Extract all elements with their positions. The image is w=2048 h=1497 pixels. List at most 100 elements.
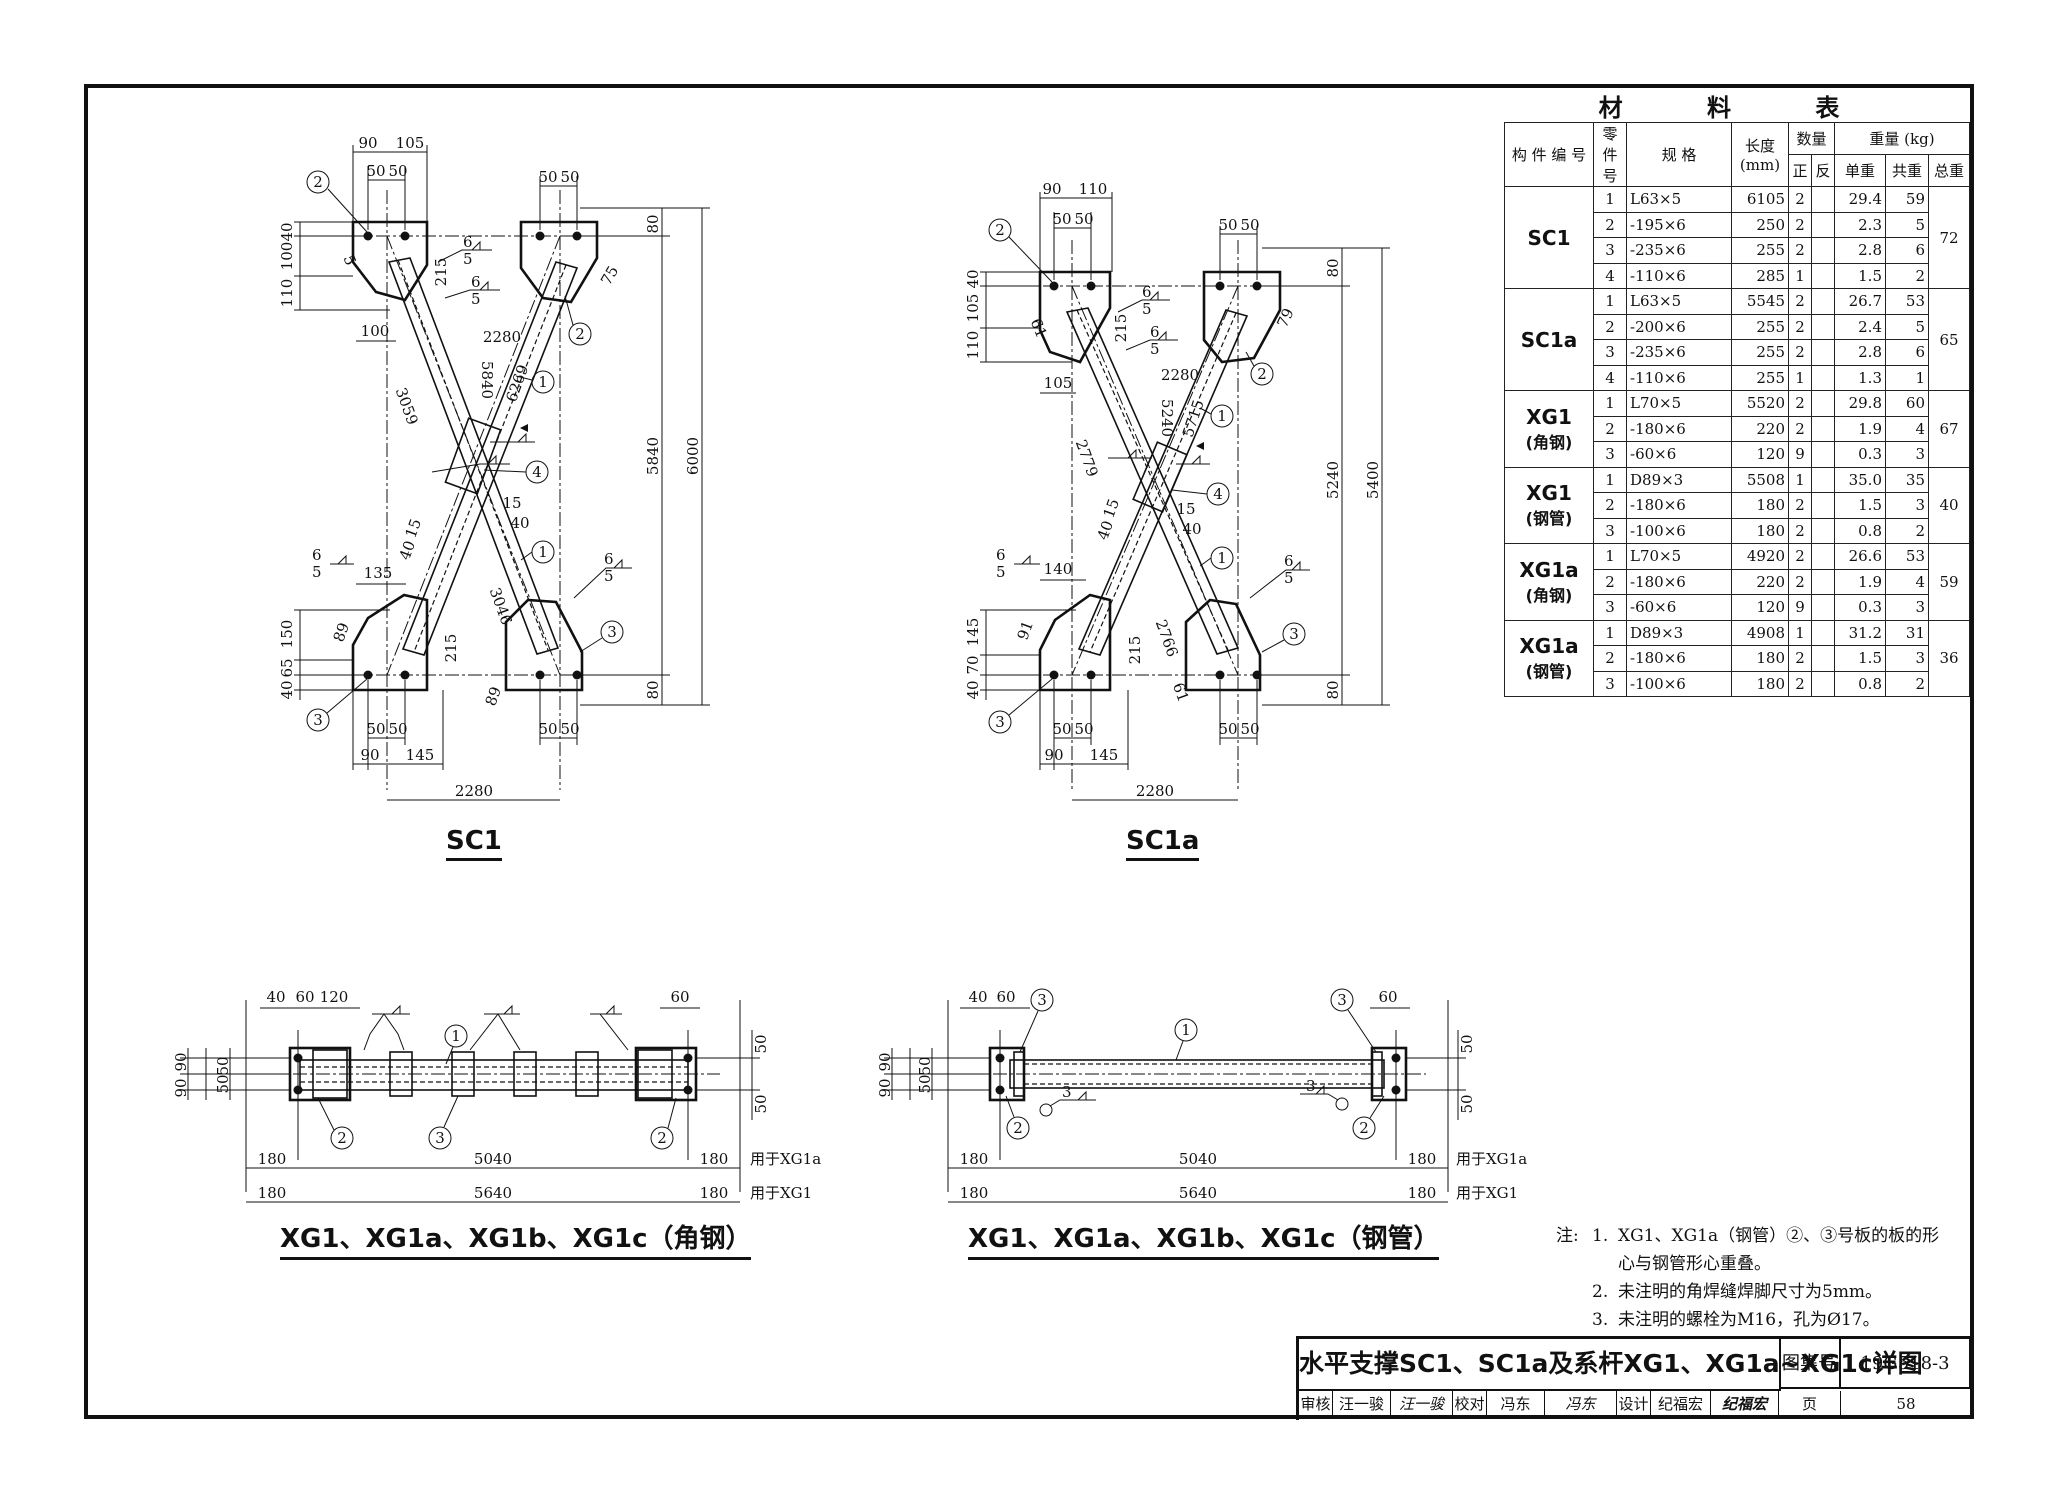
- length: 220: [1731, 415, 1789, 442]
- sc1a-dim-105: 105: [1044, 374, 1073, 392]
- sum-weight: 4: [1885, 568, 1929, 595]
- sc1a-dim-top-f: 50: [1240, 216, 1259, 234]
- sc1-diagonal-1: [387, 257, 560, 655]
- xg-angle-dim-row2-b: 5640: [474, 1184, 512, 1202]
- quantity-pos: 2: [1788, 211, 1812, 238]
- xg-angle-dim-right-50a: 50: [752, 1034, 770, 1053]
- sc1a-gusset-top-right: [1202, 270, 1282, 364]
- unit-weight: 29.4: [1834, 186, 1886, 213]
- xg-pipe-dim-right-50b: 50: [1458, 1094, 1476, 1113]
- length: 6105: [1731, 186, 1789, 213]
- part-number: 4: [1593, 262, 1627, 289]
- atlas-number: 19G518-3: [1841, 1339, 1971, 1389]
- quantity-pos: 2: [1788, 415, 1812, 442]
- svg-text:6: 6: [1142, 283, 1152, 301]
- sum-weight: 3: [1885, 492, 1929, 519]
- length: 255: [1731, 364, 1789, 391]
- part-number: 3: [1593, 517, 1627, 544]
- caption-xg-pipe: XG1、XG1a、XG1b、XG1c（钢管）: [968, 1218, 1440, 1260]
- quantity-neg: [1811, 211, 1835, 238]
- unit-weight: 1.3: [1834, 364, 1886, 391]
- part-number: 2: [1593, 645, 1627, 672]
- xg-angle-dim-left-90a: 90: [172, 1052, 190, 1071]
- unit-weight: 1.5: [1834, 492, 1886, 519]
- sc1-dim-15a: 15: [402, 516, 425, 540]
- quantity-pos: 1: [1788, 364, 1812, 391]
- unit-weight: 0.8: [1834, 517, 1886, 544]
- quantity-neg: [1811, 517, 1835, 544]
- sc1-gusset-bottom-right: [504, 598, 584, 692]
- part-number: 1: [1593, 186, 1627, 213]
- sc1-weld-symbols: 65 65 65 65: [312, 233, 632, 599]
- quantity-pos: 2: [1788, 390, 1812, 417]
- sc1-dim-right-80a: 80: [644, 214, 662, 233]
- sum-weight: 3: [1885, 441, 1929, 468]
- quantity-neg: [1811, 568, 1835, 595]
- part-number: 3: [1593, 441, 1627, 468]
- sc1a-dim-bot-b: 50: [1074, 720, 1093, 738]
- sum-weight: 53: [1885, 543, 1929, 570]
- sc1-dim-40a: 40: [396, 538, 419, 562]
- unit-weight: 0.3: [1834, 441, 1886, 468]
- svg-text:5: 5: [1284, 569, 1294, 587]
- svg-text:3: 3: [1289, 625, 1299, 643]
- xg-pipe-weld-3a: 3: [1062, 1083, 1072, 1101]
- page-number: 58: [1896, 1395, 1916, 1413]
- part-number: 2: [1593, 568, 1627, 595]
- svg-text:6: 6: [471, 273, 481, 291]
- sc1a-center-plate: [1132, 441, 1188, 513]
- sc1a-weld-symbols: 65 65 65 65: [996, 283, 1310, 599]
- sum-weight: 60: [1885, 390, 1929, 417]
- sc1-dim-bot-90: 90: [360, 746, 379, 764]
- sc1a-dim-right-80a: 80: [1324, 258, 1342, 277]
- part-number: 2: [1593, 492, 1627, 519]
- svg-text:5: 5: [463, 250, 473, 268]
- xg-pipe-dim-row2-b: 5640: [1179, 1184, 1217, 1202]
- drawing-frame: [84, 84, 1974, 1419]
- sc1a-dim-215b: 215: [1126, 636, 1144, 665]
- svg-text:5: 5: [604, 567, 614, 585]
- xg-pipe-dim-right-50a: 50: [1458, 1034, 1476, 1053]
- spec: -60×6: [1626, 441, 1732, 468]
- length: 255: [1731, 237, 1789, 264]
- sc1a-gusset-top-left: [1038, 270, 1112, 364]
- sc1-dim-left-40: 40: [278, 680, 296, 699]
- notes-head: 注:: [1556, 1226, 1579, 1246]
- unit-weight: 2.8: [1834, 339, 1886, 366]
- svg-text:2: 2: [313, 173, 323, 191]
- length: 5545: [1731, 288, 1789, 315]
- sc1-dim-top-b: 105: [396, 134, 425, 152]
- xg-angle-dim-row1-b: 5040: [474, 1150, 512, 1168]
- spec: -100×6: [1626, 670, 1732, 697]
- unit-weight: 2.3: [1834, 211, 1886, 238]
- sc1-dim-215b: 215: [442, 634, 460, 663]
- svg-text:5: 5: [312, 563, 322, 581]
- sc1a-dim-15b: 15: [1176, 500, 1195, 518]
- sc1-dim-left-65: 65: [278, 658, 296, 677]
- sc1a-gusset-bottom-left: [1038, 593, 1112, 692]
- page-label: 页: [1779, 1391, 1841, 1418]
- quantity-neg: [1811, 670, 1835, 697]
- sc1-dim-40b: 40: [510, 514, 529, 532]
- quantity-neg: [1811, 364, 1835, 391]
- quantity-pos: 9: [1788, 441, 1812, 468]
- spec: -235×6: [1626, 339, 1732, 366]
- svg-text:1: 1: [1217, 549, 1227, 567]
- quantity-neg: [1811, 619, 1835, 646]
- sc1-dim-89a: 89: [330, 620, 353, 644]
- quantity-neg: [1811, 313, 1835, 340]
- sc1a-dim-top-d: 50: [1074, 210, 1093, 228]
- col-qty-neg: 反: [1811, 154, 1835, 187]
- quantity-neg: [1811, 237, 1835, 264]
- quantity-neg: [1811, 339, 1835, 366]
- part-number: 3: [1593, 594, 1627, 621]
- sc1-dim-bot-2280: 2280: [455, 782, 493, 800]
- note-item: 3.未注明的螺栓为M16，孔为Ø17。: [1592, 1310, 1880, 1330]
